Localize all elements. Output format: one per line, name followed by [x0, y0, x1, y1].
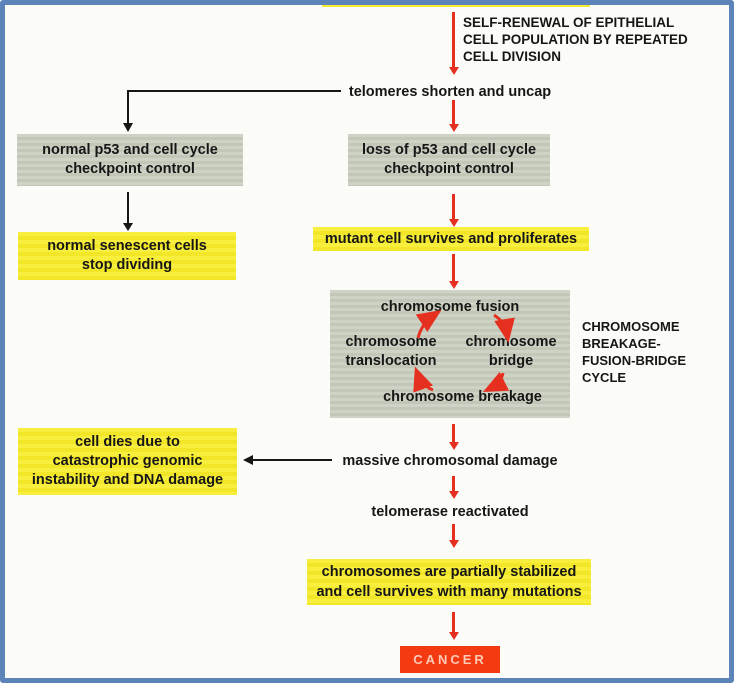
node-normal-senescent: normal senescent cells stop dividing	[18, 232, 236, 280]
node-telomerase: telomerase reactivated	[371, 504, 529, 520]
down-arrow-icon-to-senescent	[127, 192, 129, 223]
down-arrow-icon-to-telomerase	[452, 476, 455, 491]
self-renewal-heading: SELF-RENEWAL OF EPITHELIAL CELL POPULATI…	[463, 15, 688, 64]
down-arrowhead-icon-left-branch	[123, 123, 133, 132]
node-cancer: CANCER	[400, 646, 500, 673]
node-cell-dies: cell dies due to catastrophic genomic in…	[18, 428, 237, 495]
node-stabilized: chromosomes are partially stabilized and…	[307, 559, 591, 605]
down-arrow-icon-to-cycle	[452, 254, 455, 281]
cycle-node-breakage: chromosome breakage	[383, 389, 542, 405]
node-normal-p53: normal p53 and cell cycle checkpoint con…	[17, 134, 243, 186]
cycle-box	[330, 290, 570, 418]
down-arrow-icon-to-stabilized	[452, 524, 455, 540]
node-massive-damage: massive chromosomal damage	[342, 453, 558, 469]
cycle-node-fusion: chromosome fusion	[380, 299, 520, 315]
node-telomeres-shorten: telomeres shorten and uncap	[348, 84, 552, 100]
down-arrow-icon-to-damage	[452, 424, 455, 442]
connector-telomeres-left-vertical	[127, 90, 129, 123]
node-loss-p53: loss of p53 and cell cycle checkpoint co…	[348, 134, 550, 186]
node-mutant-cell: mutant cell survives and proliferates	[313, 227, 589, 251]
down-arrow-icon-to-cancer	[452, 612, 455, 632]
down-arrow-icon-to-mutant	[452, 194, 455, 219]
top-yellow-strip	[322, 5, 590, 7]
cycle-curved-arrows-icon	[413, 310, 515, 393]
left-arrowhead-icon-to-cell-dies	[243, 455, 253, 465]
down-arrow-icon-to-loss-p53	[452, 100, 455, 124]
cycle-label: CHROMOSOME BREAKAGE- FUSION-BRIDGE CYCLE	[582, 319, 686, 385]
connector-damage-left	[252, 459, 332, 461]
down-arrow-icon-self-renewal	[452, 12, 455, 67]
cycle-node-translocation: chromosome translocation	[345, 334, 437, 369]
connector-telomeres-left-horizontal	[127, 90, 341, 92]
